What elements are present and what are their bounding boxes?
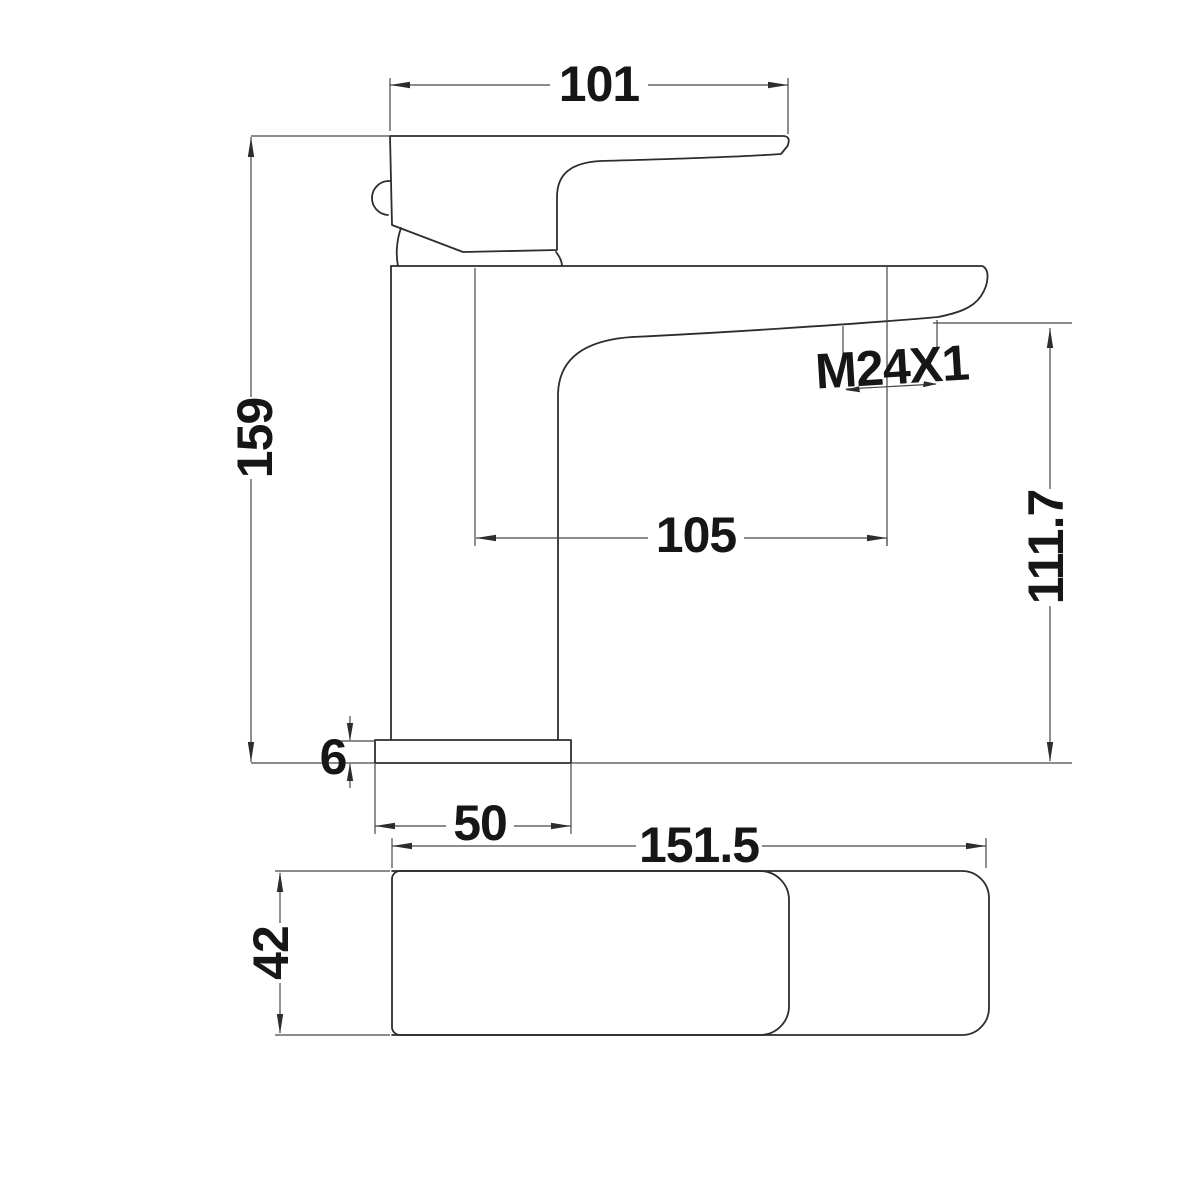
dim-label-body-depth: 42 xyxy=(243,926,299,980)
cartridge-collar-right-arc xyxy=(555,251,563,267)
dim-6-arrow-bottom xyxy=(346,763,354,781)
dim-label-overall-length: 151.5 xyxy=(639,817,759,873)
dim-m24-line xyxy=(845,383,937,390)
dim-m24-arrow-left xyxy=(845,386,860,393)
dim-42-arrow-bottom xyxy=(276,1014,284,1034)
dim-50-arrow-right xyxy=(551,822,571,830)
dim-151-extension-lines xyxy=(391,838,987,868)
dim-105-extension-lines xyxy=(474,268,888,546)
dim-label-outlet-height: 111.7 xyxy=(1018,490,1074,605)
dim-label-spout-projection: 105 xyxy=(656,507,737,563)
dim-105-arrow-left xyxy=(476,534,496,542)
dimension-lines xyxy=(247,78,1072,1036)
dim-label-overall-height: 159 xyxy=(227,398,283,478)
dimension-labels: 101 159 105 111.7 M24X1 6 50 151.5 42 xyxy=(227,56,1074,980)
side-view-outline xyxy=(371,135,989,764)
footprint-outer-outline xyxy=(391,870,990,1036)
dim-101-arrow-left xyxy=(390,81,410,89)
dim-6-arrow-top xyxy=(346,723,354,741)
dim-label-base-thickness: 6 xyxy=(320,729,347,785)
handle-pivot-arc xyxy=(371,180,391,216)
footprint-body-contour xyxy=(391,870,790,1036)
dim-label-base-width: 50 xyxy=(453,795,507,851)
lever-handle-outline xyxy=(389,135,790,253)
spout-and-body-outline xyxy=(390,265,989,741)
dim-m24-arrow-right xyxy=(923,381,937,388)
plan-view-outline xyxy=(391,870,990,1036)
dim-105-arrow-right xyxy=(867,534,887,542)
dim-111-arrow-bottom xyxy=(1046,742,1054,762)
dim-159-arrow-top xyxy=(247,137,255,157)
dim-50-extension-lines xyxy=(374,764,572,834)
dim-42-extension-lines xyxy=(275,870,390,1036)
dim-151-arrow-right xyxy=(966,842,986,850)
dim-101-arrow-right xyxy=(768,81,788,89)
dim-159-arrow-bottom xyxy=(247,742,255,762)
dim-label-aerator-thread: M24X1 xyxy=(814,334,971,399)
dim-101-extension-lines xyxy=(389,78,789,134)
cartridge-collar-left-arc xyxy=(395,227,402,267)
dim-label-handle-length: 101 xyxy=(559,56,640,112)
dim-111-arrow-top xyxy=(1046,328,1054,348)
dim-m24-extension-ticks xyxy=(842,320,938,356)
dim-151-arrow-left xyxy=(392,842,412,850)
dim-42-arrow-top xyxy=(276,872,284,892)
base-plate-outline xyxy=(374,739,572,764)
dim-50-arrow-left xyxy=(375,822,395,830)
